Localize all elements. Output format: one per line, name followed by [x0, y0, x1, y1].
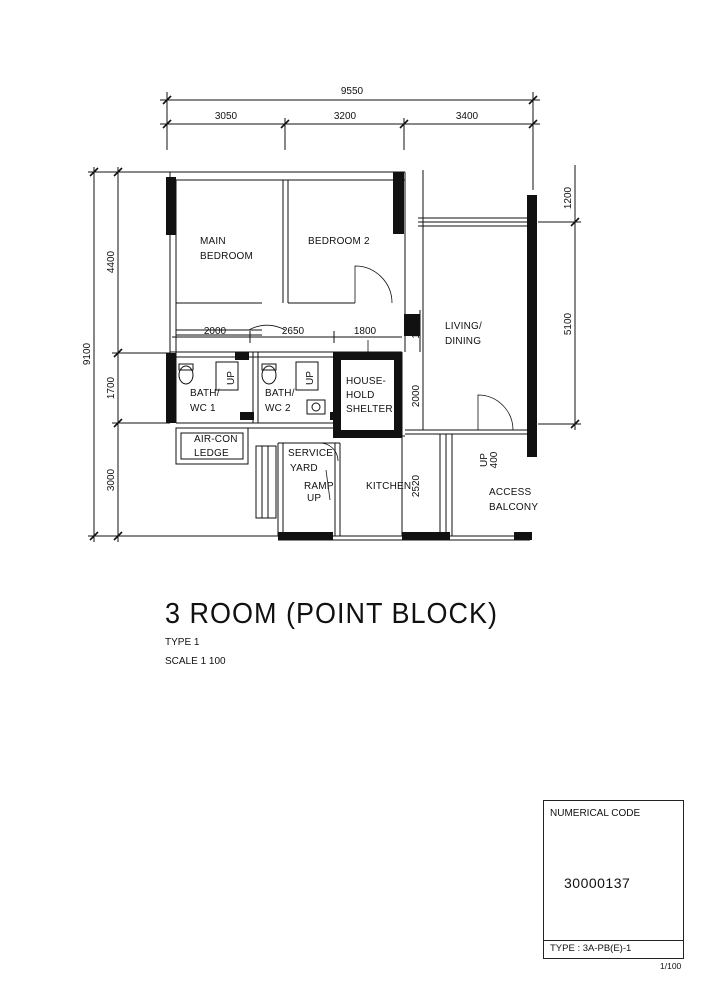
page-scale: 1/100 [660, 961, 682, 971]
floor-plan: 9550 3050 3200 3400 9100 4400 1700 3000 … [82, 86, 581, 542]
dim-left-2: 1700 [106, 376, 117, 399]
room-kitchen: KITCHEN [366, 481, 411, 492]
room-living-line1: LIVING/ [445, 321, 482, 332]
dim-internal-1: 2000 [204, 326, 227, 337]
room-aircon-line2: LEDGE [194, 448, 229, 459]
dim-internal-5: 2000 [411, 384, 422, 407]
room-service-yard-line1: SERVICE [288, 448, 333, 459]
ramp-label-line1: RAMP [304, 481, 334, 492]
code-type: TYPE : 3A-PB(E)-1 [550, 943, 632, 954]
dim-overall-width: 9550 [341, 86, 364, 97]
room-shelter-line1: HOUSE- [346, 376, 386, 387]
room-access-balcony-line1: ACCESS [489, 487, 531, 498]
dim-top-1: 3050 [215, 111, 238, 122]
up-label-3: UP [479, 453, 490, 467]
bedroom2-door-swing [354, 265, 393, 304]
room-living-line2: DINING [445, 336, 481, 347]
room-bedroom-2: BEDROOM 2 [308, 236, 370, 247]
room-shelter-line2: HOLD [346, 390, 375, 401]
dim-top-3: 3400 [456, 111, 479, 122]
dim-top-2: 3200 [334, 111, 357, 122]
dim-right-2: 5100 [563, 312, 574, 335]
numerical-code-box: NUMERICAL CODE 30000137 TYPE : 3A-PB(E)-… [543, 800, 684, 959]
title-block: 3 ROOM (POINT BLOCK) TYPE 1 SCALE 1 100 [165, 598, 498, 667]
room-access-balcony-line2: BALCONY [489, 502, 538, 513]
numerical-code-value: 30000137 [564, 875, 631, 891]
main-bedroom-door-swing [248, 324, 286, 331]
room-main-bedroom-line1: MAIN [200, 236, 226, 247]
dim-right-1: 1200 [563, 186, 574, 209]
dim-overall-height: 9100 [82, 342, 93, 365]
dim-internal-6: 2520 [411, 474, 422, 497]
dim-left-3: 3000 [106, 468, 117, 491]
room-main-bedroom-line2: BEDROOM [200, 251, 253, 262]
room-bath1-line2: WC 1 [190, 403, 216, 414]
dim-left-1: 4400 [106, 250, 117, 273]
room-service-yard-line2: YARD [290, 463, 318, 474]
code-box-divider [544, 940, 683, 941]
plan-title: 3 ROOM (POINT BLOCK) [165, 598, 499, 630]
plan-type: TYPE 1 [165, 637, 200, 648]
ramp-label-line2: UP [307, 493, 321, 504]
room-bath1-line1: BATH/ [190, 388, 220, 399]
room-bath2-line2: WC 2 [265, 403, 291, 414]
up-label-1: UP [226, 371, 237, 385]
dim-internal-4: 1100 [411, 317, 422, 339]
room-bath2-line1: BATH/ [265, 388, 295, 399]
up-label-2: UP [305, 371, 316, 385]
living-door-swing [477, 394, 514, 431]
dim-internal-2: 2650 [282, 326, 305, 337]
room-aircon-line1: AIR-CON [194, 434, 238, 445]
dim-internal-3: 1800 [354, 326, 377, 337]
dim-400: 400 [489, 451, 500, 468]
plan-scale: SCALE 1 100 [165, 656, 226, 667]
room-shelter-line3: SHELTER [346, 404, 393, 415]
numerical-code-label: NUMERICAL CODE [550, 808, 641, 819]
